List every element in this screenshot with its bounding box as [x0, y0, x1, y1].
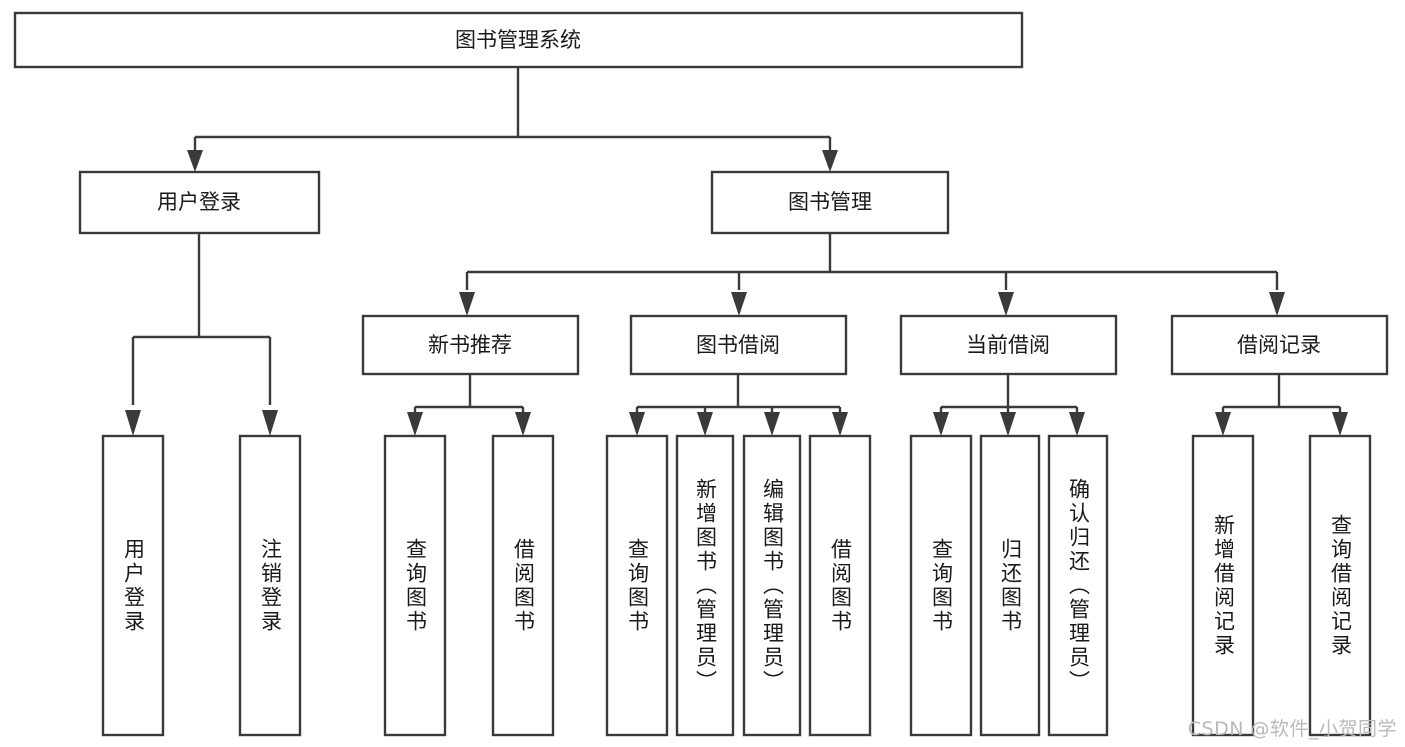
- connector-root-to-level2: [187, 67, 838, 172]
- leaf-boxes: [101, 434, 1372, 737]
- connector-currentborrow-to-leaves: [933, 374, 1085, 436]
- leaf-box-borrow-book-2[interactable]: [808, 434, 872, 737]
- connector-userlogin-to-leaves: [125, 233, 278, 436]
- node-borrow-record-label: 借阅记录: [1237, 333, 1321, 357]
- leaf-box-return-book[interactable]: [979, 434, 1041, 737]
- node-user-login-label: 用户登录: [157, 190, 241, 214]
- node-root-label: 图书管理系统: [455, 28, 581, 52]
- leaf-box-borrow-book-1[interactable]: [491, 434, 555, 737]
- node-new-book-rec[interactable]: 新书推荐: [361, 314, 580, 376]
- leaf-box-query-book-1[interactable]: [383, 434, 447, 737]
- csdn-watermark: CSDN @软件_小贺同学: [1187, 718, 1397, 740]
- leaf-box-confirm-return[interactable]: [1047, 434, 1109, 737]
- leaf-box-query-book-2[interactable]: [605, 434, 669, 737]
- leaf-box-add-record[interactable]: [1191, 434, 1255, 737]
- leaf-box-edit-book[interactable]: [742, 434, 802, 737]
- node-user-login[interactable]: 用户登录: [78, 170, 321, 235]
- node-book-borrow[interactable]: 图书借阅: [629, 314, 848, 376]
- leaf-box-add-book[interactable]: [675, 434, 735, 737]
- connector-newbook-to-leaves: [407, 374, 531, 436]
- connector-bookmanage-to-level3: [459, 233, 1285, 316]
- node-current-borrow[interactable]: 当前借阅: [899, 314, 1118, 376]
- connector-borrowrecord-to-leaves: [1215, 374, 1348, 436]
- leaf-box-user-logout[interactable]: [238, 434, 302, 737]
- node-borrow-record[interactable]: 借阅记录: [1170, 314, 1389, 376]
- leaf-box-query-book-3[interactable]: [909, 434, 973, 737]
- node-current-borrow-label: 当前借阅: [966, 333, 1050, 357]
- node-book-manage-label: 图书管理: [788, 190, 872, 214]
- leaf-box-user-login[interactable]: [101, 434, 165, 737]
- node-book-manage[interactable]: 图书管理: [710, 170, 950, 235]
- leaf-box-query-record[interactable]: [1308, 434, 1372, 737]
- node-root[interactable]: 图书管理系统: [13, 11, 1024, 69]
- node-new-book-rec-label: 新书推荐: [428, 333, 512, 357]
- connector-bookborrow-to-leaves: [629, 374, 848, 436]
- node-book-borrow-label: 图书借阅: [696, 333, 780, 357]
